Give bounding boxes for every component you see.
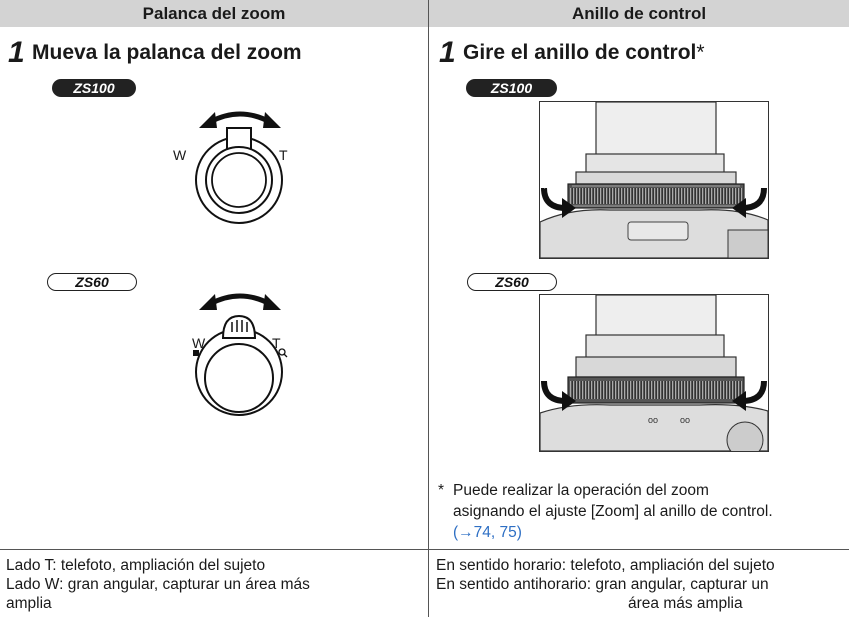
- footer-line: amplia: [6, 595, 52, 612]
- column-divider: [428, 0, 429, 617]
- lever-label-w: W: [173, 147, 187, 163]
- zoom-lever-zs100-diagram: [195, 111, 283, 224]
- header-right-label: Anillo de control: [571, 3, 707, 23]
- header-anillo-control: Anillo de control: [429, 0, 849, 27]
- footnote-line: Puede realizar la operación del zoom: [453, 482, 709, 499]
- rotate-right-arrow-icon: [732, 187, 767, 218]
- model-badge-label: ZS100: [490, 80, 533, 96]
- right-footer-text: En sentido horario: telefoto, ampliación…: [436, 556, 848, 613]
- footnote-line: asignando el ajuste [Zoom] al anillo de …: [453, 503, 773, 520]
- header-left-label: Palanca del zoom: [142, 3, 286, 23]
- curved-double-arrow-icon: [199, 111, 281, 128]
- lever-label-t: T: [279, 147, 288, 163]
- footer-line: En sentido horario: telefoto, ampliación…: [436, 557, 775, 574]
- model-badge-label: ZS60: [495, 274, 529, 290]
- asterisk-mark: *: [696, 41, 705, 64]
- model-badge-zs60: ZS60: [47, 273, 137, 291]
- left-step-number: 1: [8, 36, 25, 69]
- footnote-asterisk: *: [438, 482, 445, 499]
- left-step-title: Mueva la palanca del zoom: [32, 41, 302, 64]
- svg-text:oo: oo: [648, 415, 658, 425]
- rotate-left-arrow-icon: [541, 380, 576, 411]
- svg-text:oo: oo: [680, 415, 690, 425]
- footer-line: Lado T: telefoto, ampliación del sujeto: [6, 557, 266, 574]
- curved-double-arrow-icon: [199, 293, 281, 310]
- model-badge-label: ZS100: [73, 80, 115, 96]
- footer-line: área más amplia: [628, 595, 743, 612]
- zoom-lever-zs60-diagram: [193, 293, 288, 416]
- right-step-title-text: Gire el anillo de control: [463, 41, 697, 64]
- model-badge-zs60: ZS60: [467, 273, 557, 291]
- footer-divider: [0, 549, 849, 550]
- rotate-right-arrow-icon: [732, 380, 767, 411]
- page-reference-link[interactable]: (→74, 75): [453, 524, 522, 541]
- left-footer-text: Lado T: telefoto, ampliación del sujeto …: [6, 556, 421, 613]
- header-palanca-zoom: Palanca del zoom: [0, 0, 428, 27]
- model-badge-zs100: ZS100: [52, 79, 136, 97]
- model-badge-label: ZS60: [75, 274, 109, 290]
- lever-label-w: W: [192, 335, 206, 351]
- control-ring-zs60-image: oo oo: [539, 294, 769, 452]
- footnote: * Puede realizar la operación del zoom a…: [438, 480, 843, 543]
- lever-label-t: T: [272, 335, 281, 351]
- rotate-left-arrow-icon: [541, 180, 576, 218]
- footer-line: En sentido antihorario: gran angular, ca…: [436, 576, 769, 593]
- model-badge-zs100: ZS100: [466, 79, 557, 97]
- right-step-number: 1: [439, 36, 456, 69]
- right-step-title: Gire el anillo de control*: [463, 42, 705, 63]
- footer-line: Lado W: gran angular, capturar un área m…: [6, 576, 310, 593]
- control-ring-zs100-image: [539, 101, 769, 259]
